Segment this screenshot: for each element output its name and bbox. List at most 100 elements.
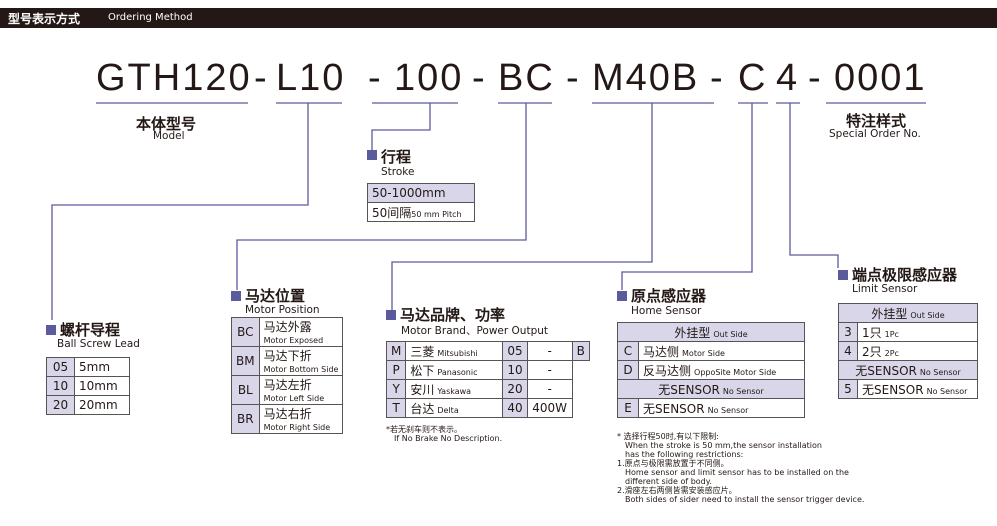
lead-subtitle: Ball Screw Lead xyxy=(57,338,140,350)
brand-cn: 松下 xyxy=(410,363,435,378)
power-code: 10 xyxy=(502,360,528,380)
model-title: 本体型号 xyxy=(136,115,197,133)
power-code: 05 xyxy=(502,341,528,361)
lead-title: 螺杆导程 xyxy=(60,321,121,339)
motor-pos-en: Motor Exposed xyxy=(258,335,344,347)
code-dash: - xyxy=(710,57,725,99)
code-lead: L10 xyxy=(276,57,346,99)
power-code: 40 xyxy=(502,398,528,418)
motor-pos-code: BM xyxy=(231,346,260,376)
stroke-table: 50-1000mm 50间隔50 mm Pitch xyxy=(367,183,475,222)
code-dash: - xyxy=(368,57,383,99)
code-brand: M40B xyxy=(592,57,700,99)
power-value: - xyxy=(526,379,573,399)
power-code: 20 xyxy=(502,379,528,399)
code-special: 0001 xyxy=(834,57,927,99)
motor-pos-code: BR xyxy=(231,404,260,434)
lead-code: 20 xyxy=(46,395,75,415)
home-code: E xyxy=(617,398,639,418)
code-dash: - xyxy=(472,57,487,99)
special-subtitle: Special Order No. xyxy=(829,128,921,140)
title-cn: 型号表示方式 xyxy=(8,12,81,26)
lead-value: 10mm xyxy=(74,376,130,396)
home-marker xyxy=(617,291,627,301)
home-code: D xyxy=(617,360,639,380)
motor-pos-title: 马达位置 xyxy=(245,287,306,305)
motor-pos-subtitle: Motor Position xyxy=(245,304,320,316)
lead-marker xyxy=(46,325,56,335)
home-en: Motor Side xyxy=(682,348,725,358)
stroke-title: 行程 xyxy=(381,148,412,166)
brand-cn: 安川 xyxy=(410,382,435,397)
stroke-pitch-en: 50 mm Pitch xyxy=(411,209,462,219)
motor-pos-code: BL xyxy=(231,375,260,405)
code-motor-pos: BC xyxy=(498,57,555,99)
limit-code: 3 xyxy=(838,322,858,342)
brand-note-cn: *若无刹车则不表示。 xyxy=(386,425,462,434)
brand-cn: 台达 xyxy=(410,401,435,416)
brand-en: Delta xyxy=(437,405,459,415)
motor-pos-marker xyxy=(231,291,241,301)
brand-marker xyxy=(386,310,396,320)
code-dash: - xyxy=(566,57,581,99)
limit-marker xyxy=(838,270,848,280)
lead-value: 20mm xyxy=(74,395,130,415)
home-en: OppoSite Motor Side xyxy=(694,367,777,377)
brand-code: P xyxy=(385,360,407,380)
brand-en: Mitsubishi xyxy=(437,348,478,358)
limit-code: 4 xyxy=(838,341,858,361)
motor-pos-en: Motor Right Side xyxy=(258,422,344,434)
limit-code: 5 xyxy=(838,379,858,399)
stroke-marker xyxy=(367,150,377,160)
limit-title: 端点极限感应器 xyxy=(852,266,958,284)
brand-en: Panasonic xyxy=(437,367,478,377)
power-value: - xyxy=(526,341,573,361)
home-code: C xyxy=(617,341,639,361)
code-stroke: 100 xyxy=(394,57,464,99)
model-subtitle: Model xyxy=(153,130,185,142)
brand-code: T xyxy=(385,398,407,418)
title-en: Ordering Method xyxy=(108,12,193,23)
code-limit: 4 xyxy=(776,57,800,99)
lead-code: 05 xyxy=(46,357,75,377)
motor-pos-cn: 马达左折 xyxy=(258,375,344,393)
lead-code: 10 xyxy=(46,376,75,396)
brand-en: Yaskawa xyxy=(437,386,472,396)
title-bar xyxy=(0,8,997,28)
home-title: 原点感应器 xyxy=(631,287,707,305)
brand-title: 马达品牌、功率 xyxy=(400,306,506,324)
power-value: - xyxy=(526,360,573,380)
brand-note-en: If No Brake No Description. xyxy=(394,434,503,443)
brand-code: Y xyxy=(385,379,407,399)
lead-value: 5mm xyxy=(74,357,130,377)
home-cn: 马达侧 xyxy=(643,344,680,359)
code-home: C xyxy=(738,57,768,99)
limit-subtitle: Limit Sensor xyxy=(852,283,918,295)
motor-pos-en: Motor Left Side xyxy=(258,393,344,405)
motor-pos-code: BC xyxy=(231,317,260,347)
code-body: GTH120 xyxy=(96,57,252,99)
motor-pos-cn: 马达右折 xyxy=(258,404,344,422)
special-title: 特注样式 xyxy=(846,112,907,130)
